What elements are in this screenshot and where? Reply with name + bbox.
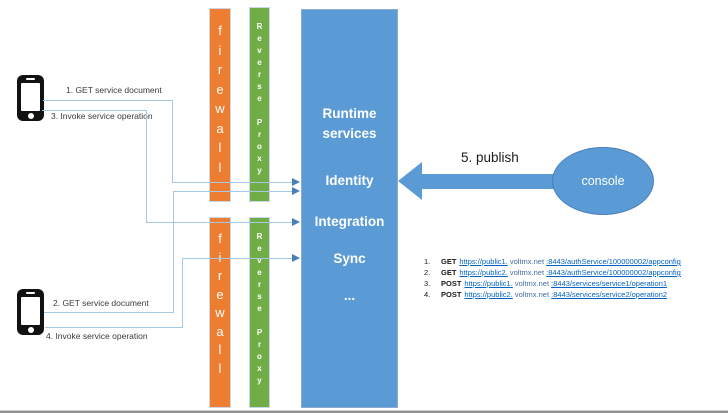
request-row-2: 2. GET https://public2. voltmx.net :8443… xyxy=(424,268,681,279)
publish-arrowhead-icon xyxy=(398,162,422,200)
request-url-link[interactable]: https://public2. voltmx.net :8443/servic… xyxy=(464,290,668,299)
http-method: GET xyxy=(441,268,457,277)
http-method: POST xyxy=(441,290,462,299)
request-url-link[interactable]: https://public1. voltmx.net :8443/servic… xyxy=(464,279,668,288)
request-row-1: 1. GET https://public1. voltmx.net :8443… xyxy=(424,257,681,268)
firewall-column-top: f i r e w a l l xyxy=(209,8,231,202)
runtime-services-title: Runtime services xyxy=(322,106,377,141)
label-get-service-document-2: 2. GET service document xyxy=(53,298,149,308)
request-row-4: 4. POST https://public2. voltmx.net :844… xyxy=(424,290,681,301)
runtime-services-box: Runtime services Identity Integration Sy… xyxy=(301,9,398,408)
arrowhead-icon xyxy=(292,178,300,186)
smartphone-icon xyxy=(17,75,44,121)
arrowhead-icon xyxy=(292,218,300,226)
phone-screen xyxy=(21,83,40,111)
service-ellipsis: ... xyxy=(343,288,356,303)
phone-speaker xyxy=(26,292,35,294)
http-method: GET xyxy=(441,257,457,266)
console-node: console xyxy=(552,147,654,215)
arrowhead-icon xyxy=(292,254,300,262)
row-number: 4. xyxy=(424,290,431,299)
arrowhead-icon xyxy=(292,187,300,195)
phone-speaker xyxy=(26,78,35,80)
request-url-list: 1. GET https://public1. voltmx.net :8443… xyxy=(424,257,681,301)
phone-home-button xyxy=(27,113,34,119)
publish-arrow xyxy=(421,174,556,189)
http-method: POST xyxy=(441,279,462,288)
label-invoke-service-operation-3: 3. Invoke service operation xyxy=(51,111,153,121)
service-sync: Sync xyxy=(333,251,366,266)
smartphone-icon xyxy=(17,289,44,335)
firewall-column-bottom: f i r e w a l l xyxy=(209,217,231,408)
request-url-link[interactable]: https://public1. voltmx.net :8443/authSe… xyxy=(459,257,681,266)
service-integration: Integration xyxy=(314,214,385,229)
publish-label: 5. publish xyxy=(461,150,519,165)
phone-home-button xyxy=(27,327,34,333)
window-bottom-edge xyxy=(0,410,728,413)
label-get-service-document-1: 1. GET service document xyxy=(66,85,162,95)
row-number: 1. xyxy=(424,257,431,266)
label-invoke-service-operation-4: 4. Invoke service operation xyxy=(46,331,148,341)
row-number: 2. xyxy=(424,268,431,277)
reverse-proxy-column-bottom: R e v e r s e P r o x y xyxy=(249,217,270,408)
request-row-3: 3. POST https://public1. voltmx.net :844… xyxy=(424,279,681,290)
service-identity: Identity xyxy=(325,173,374,188)
row-number: 3. xyxy=(424,279,431,288)
reverse-proxy-column-top: R e v e r s e P r o x y xyxy=(249,7,270,202)
request-url-link[interactable]: https://public2. voltmx.net :8443/authSe… xyxy=(459,268,681,277)
phone-screen xyxy=(21,297,40,325)
console-label: console xyxy=(581,174,625,188)
